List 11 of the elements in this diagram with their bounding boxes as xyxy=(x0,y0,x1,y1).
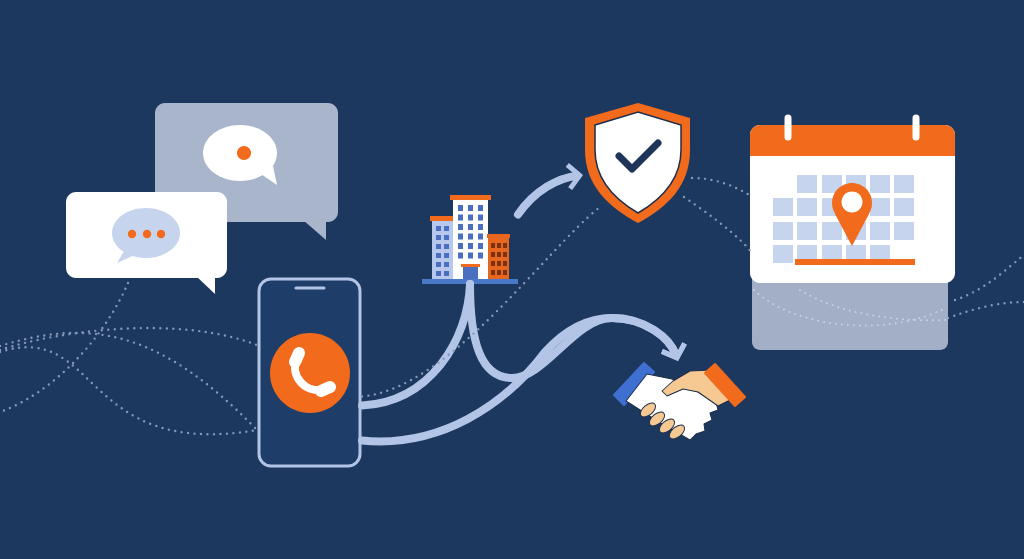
handshake-icon xyxy=(613,362,746,441)
curved-arrow xyxy=(514,162,583,219)
dotted-line xyxy=(690,176,752,197)
speech-bubble-icon xyxy=(66,192,227,294)
shield-icon xyxy=(585,103,690,223)
dotted-line xyxy=(682,195,752,252)
speech-bubble-icon xyxy=(155,103,338,240)
curved-arrow xyxy=(358,314,687,446)
calendar-icon xyxy=(750,114,955,350)
phone-icon xyxy=(257,277,362,468)
building-icon xyxy=(422,195,518,284)
